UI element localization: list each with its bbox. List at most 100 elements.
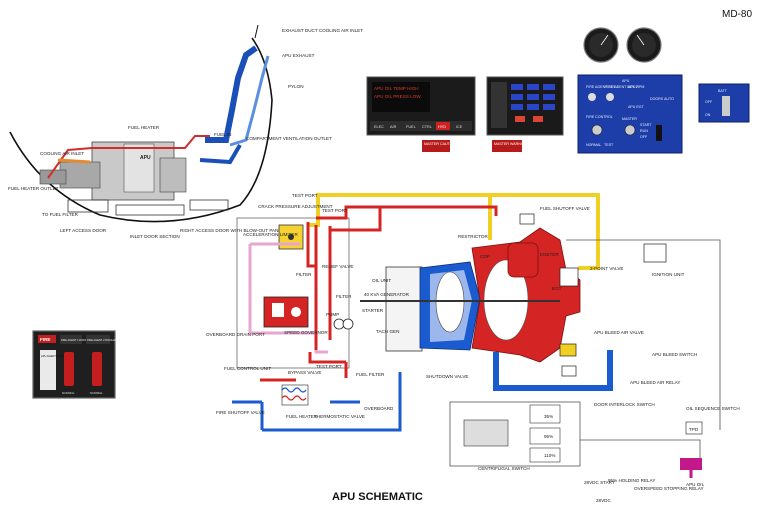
bottle-1-switch[interactable] (64, 352, 74, 386)
label-restrictor: RESTRICTOR (458, 234, 488, 239)
warning-annunciator-panel: MASTER WARNING (486, 76, 564, 152)
apu-gauges (583, 27, 662, 63)
label-28vdc: 28VDC (596, 498, 611, 503)
apu-compartment-cutaway: EXHAUST DUCT COOLING AIR INLET APU EXHAU… (8, 24, 363, 239)
label-egt: EGT (552, 286, 562, 291)
master-warning-label: MASTER WARNING (494, 142, 527, 146)
master-caution-label: MASTER CAUTION (424, 142, 457, 146)
caution-tab-air: AIR (390, 125, 397, 129)
label-right-access-door: RIGHT ACCESS DOOR WITH BLOW-OUT PANEL (180, 228, 284, 233)
label-test-port-3: TEST PORT (316, 364, 342, 369)
label-overspeed-relay: OVERSPEED STOPPING RELAY (634, 486, 704, 491)
caution-tab-ice: ICE (456, 125, 463, 129)
apu-control-panel: APU FIRE AGENT BOT 1 FIRE AGENT BOT 2 AP… (577, 74, 683, 154)
apu-panel-label-egt: APU EGT (628, 105, 645, 109)
label-apu-bleed-air-relay: APU BLEED AIR RELAY (630, 380, 680, 385)
label-overboard-drain: OVERBOARD DRAIN PORT (206, 332, 265, 337)
apu-panel-label-fire-control: FIRE CONTROL (586, 115, 613, 119)
label-starter: STARTER (362, 308, 384, 313)
diagram-title: APU SCHEMATIC (332, 491, 423, 503)
doors-switch[interactable] (656, 125, 662, 141)
battery-switch[interactable] (722, 96, 730, 116)
label-fuel-filter: FUEL FILTER (356, 372, 385, 377)
label-crack-pressure: CRACK PRESSURE ADJUSTMENT (258, 204, 333, 209)
caution-tab-fuel: FUEL (406, 125, 416, 129)
caution-tab-ctrl: CTRL (422, 125, 432, 129)
apu-panel-title: APU (622, 79, 630, 83)
apu-bottle-label: APU AGENT NORMAL (41, 354, 68, 358)
label-oil-unit: OIL UNIT (372, 278, 391, 283)
label-thermostatic-valve: THERMOSTATIC VALVE (314, 414, 365, 419)
label-speed-governor: SPEED GOVERNOR (284, 330, 328, 335)
label-igniter: IGNITER (540, 252, 559, 257)
label-relief-valve: RELIEF VALVE (322, 264, 354, 269)
label-pump: PUMP (326, 312, 339, 317)
bottle-2-switch[interactable] (92, 352, 102, 386)
batt-on-label: ON (705, 113, 711, 117)
label-tach-gen: TACH GEN (376, 329, 399, 334)
label-filter-2: FILTER (336, 294, 352, 299)
apu-panel-label-bot2: FIRE AGENT BOT 2 (605, 85, 638, 89)
apu-panel-label-test: TEST (604, 143, 614, 147)
label-apu-oil: APU OIL (686, 482, 705, 487)
master-switch-knob[interactable] (624, 124, 636, 136)
label-filter-1: FILTER (296, 272, 312, 277)
label-fuel-heater-outlet: FUEL HEATER OUTLET (8, 186, 59, 191)
label-door-interlock: DOOR INTERLOCK SWITCH (594, 402, 655, 407)
label-oil-sequence-switch: OIL SEQUENCE SWITCH (686, 406, 740, 411)
label-bypass-valve: BYPASS VALVE (288, 370, 321, 375)
label-generator: 40 KVA GENERATOR (364, 292, 410, 297)
label-to-fuel-filter: TO FUEL FILTER (42, 212, 79, 217)
caution-tab-elec: ELEC (374, 125, 384, 129)
apu-panel-label-bot1: FIRE AGENT BOT 1 (586, 85, 619, 89)
label-fuel-heater: FUEL HEATER (286, 414, 318, 419)
normal-label-2: NORMAL (90, 391, 103, 395)
label-fuel-control-unit: FUEL CONTROL UNIT (224, 366, 271, 371)
label-fuel-in: FUEL IN (214, 132, 231, 137)
fire-label: FIRE (40, 337, 50, 342)
label-pct-35: 35% (544, 414, 553, 419)
label-acceleration-limiter: ACCELERATION LIMITER (243, 232, 298, 237)
fire-control-knob[interactable] (591, 124, 603, 136)
label-fuel-shutoff-valve: FUEL SHUTOFF VALVE (540, 206, 590, 211)
apu-panel-label-start: START (640, 123, 652, 127)
label-cdp: CDP (480, 254, 490, 259)
fire-agent-2-label: FIRE AGENT 2 DISCHARGE (87, 338, 121, 342)
label-shutdown-valve: SHUTDOWN VALVE (426, 374, 468, 379)
apu-panel-label-master: MASTER (622, 117, 637, 121)
label-test-port-top: TEST PORT (292, 193, 318, 198)
label-overboard: OVERBOARD (364, 406, 394, 411)
label-exhaust-duct: EXHAUST DUCT COOLING AIR INLET (282, 28, 363, 33)
batt-title: BATT (718, 89, 728, 93)
label-pylon: PYLON (288, 84, 304, 89)
battery-panel: BATT OFF ON (698, 83, 750, 123)
label-compartment-vent: COMPARTMENT VENTILATION OUTLET (246, 136, 332, 141)
label-apu-bleed-air-valve: APU BLEED AIR VALVE (594, 330, 644, 335)
label-apu-bleed-switch: APU BLEED SWITCH (652, 352, 697, 357)
label-apu-exhaust: APU EXHAUST (282, 53, 315, 58)
bot2-light-icon[interactable] (606, 93, 614, 101)
label-two-point-valve: 2-POINT VALVE (590, 266, 623, 271)
model-label: MD-80 (722, 9, 752, 20)
caution-line-1: APU OIL TEMP HIGH (374, 86, 419, 91)
batt-off-label: OFF (705, 100, 713, 104)
apu-panel-label-rpm: APU RPM (628, 85, 644, 89)
label-test-port-2: TEST PORT (322, 208, 348, 213)
apu-panel-label-off: OFF (640, 135, 648, 139)
label-left-access-door: LEFT ACCESS DOOR (60, 228, 107, 233)
normal-label-1: NORMAL (62, 391, 75, 395)
caution-tab-hyd: HYD (438, 125, 446, 129)
label-ignition-unit: IGNITION UNIT (652, 272, 685, 277)
label-apu: APU (140, 155, 151, 161)
label-holding-relay: 95% HOLDING RELAY (608, 478, 655, 483)
apu-panel-label-doors: DOORS AUTO (650, 97, 674, 101)
label-tpd: TPD (689, 427, 699, 432)
apu-fire-panel: FIRE FIRE AGENT 1 DISCHARGE FIRE AGENT 2… (32, 330, 121, 399)
bot1-light-icon[interactable] (588, 93, 596, 101)
label-pct-110: 110% (544, 453, 555, 458)
label-28vdc-start: 28VDC START (584, 480, 615, 485)
apu-panel-label-normal: NORMAL (586, 143, 601, 147)
label-fire-shutoff-valve: FIRE SHUTOFF VALVE (216, 410, 265, 415)
label-inlet-door-section: INLET DOOR SECTION (130, 234, 180, 239)
